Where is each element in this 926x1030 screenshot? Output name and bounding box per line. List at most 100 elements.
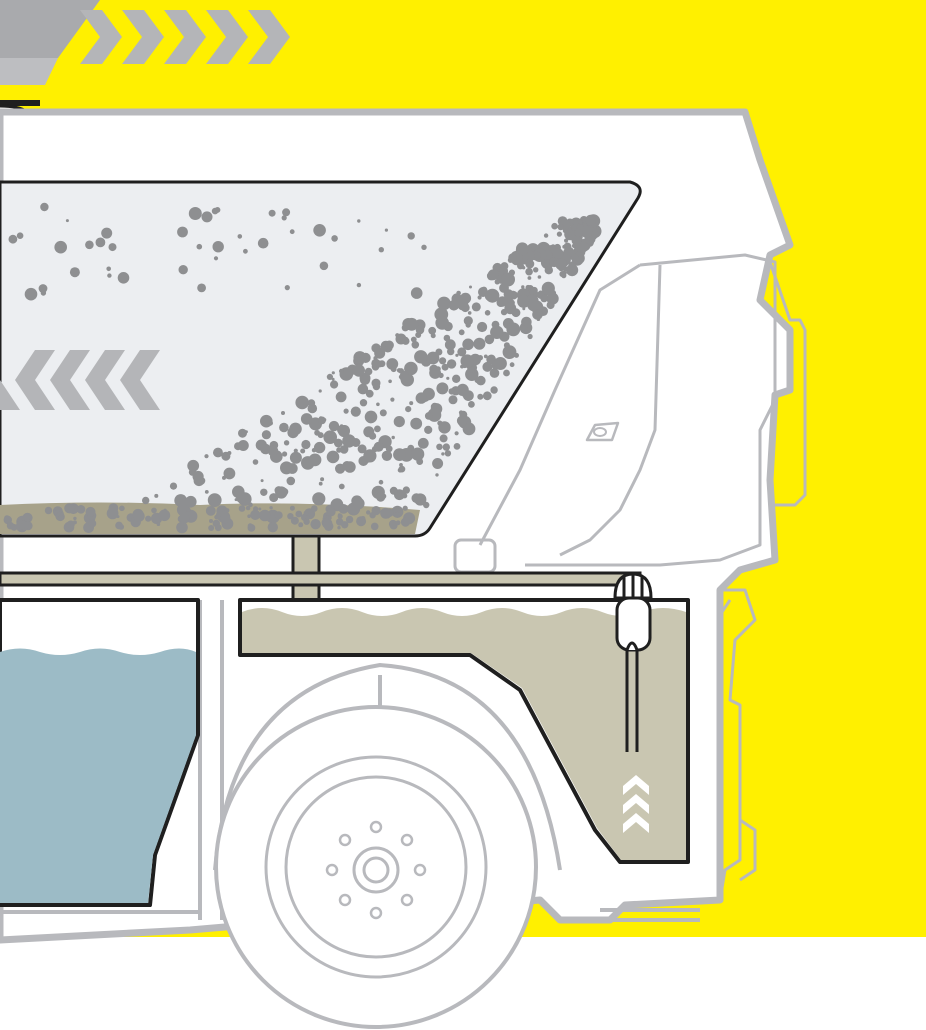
debris-particle — [490, 386, 497, 393]
debris-particle — [246, 506, 251, 511]
debris-particle — [449, 300, 460, 311]
debris-particle — [24, 515, 31, 522]
debris-particle — [503, 370, 510, 377]
debris-particle — [492, 321, 500, 329]
debris-particle — [559, 271, 565, 277]
debris-particle — [399, 375, 403, 379]
tyre — [216, 707, 536, 1027]
debris-particle — [206, 506, 216, 516]
debris-particle — [379, 247, 384, 252]
debris-particle — [177, 227, 188, 238]
debris-particle — [538, 275, 542, 279]
debris-particle — [568, 228, 572, 232]
debris-particle — [40, 203, 48, 211]
debris-particle — [312, 448, 316, 452]
debris-particle — [284, 440, 289, 445]
debris-particle — [494, 357, 507, 370]
debris-particle — [58, 515, 64, 521]
debris-particle — [179, 514, 189, 524]
debris-particle — [473, 338, 485, 350]
debris-particle — [212, 208, 219, 215]
debris-particle — [262, 430, 271, 439]
debris-particle — [142, 497, 149, 504]
debris-particle — [478, 295, 482, 299]
debris-particle — [551, 298, 556, 303]
debris-particle — [279, 423, 289, 433]
debris-particle — [469, 367, 475, 373]
debris-particle — [342, 461, 351, 470]
debris-particle — [366, 390, 374, 398]
debris-particle — [363, 449, 376, 462]
debris-particle — [253, 506, 258, 511]
debris-particle — [410, 418, 422, 430]
debris-particle — [318, 417, 326, 425]
debris-particle — [457, 416, 467, 426]
debris-particle — [269, 493, 278, 502]
debris-particle — [17, 232, 24, 239]
debris-particle — [372, 379, 381, 388]
debris-particle — [572, 235, 582, 245]
debris-particle — [353, 498, 365, 510]
debris-particle — [220, 513, 230, 523]
debris-particle — [287, 477, 296, 486]
debris-particle — [371, 523, 379, 531]
debris-particle — [575, 229, 583, 237]
debris-particle — [398, 468, 403, 473]
debris-particle — [280, 461, 293, 474]
debris-particle — [489, 295, 496, 302]
debris-particle — [379, 480, 384, 485]
debris-particle — [176, 522, 188, 534]
debris-particle — [258, 238, 269, 249]
debris-particle — [462, 339, 474, 351]
debris-particle — [332, 378, 335, 381]
debris-particle — [501, 262, 509, 270]
debris-particle — [421, 245, 426, 250]
debris-particle — [295, 511, 302, 518]
debris-particle — [385, 229, 388, 232]
debris-particle — [516, 242, 529, 255]
debris-particle — [443, 443, 450, 450]
debris-particle — [438, 373, 443, 378]
debris-particle — [215, 524, 222, 531]
debris-particle — [514, 353, 519, 358]
debris-particle — [454, 443, 461, 450]
debris-particle — [374, 426, 381, 433]
debris-particle — [431, 333, 436, 338]
debris-particle — [468, 401, 475, 408]
debris-particle — [204, 454, 208, 458]
debris-particle — [585, 215, 596, 226]
debris-particle — [327, 451, 340, 464]
debris-particle — [313, 224, 326, 237]
debris-particle — [393, 448, 406, 461]
debris-particle — [357, 283, 361, 287]
debris-particle — [542, 282, 555, 295]
debris-particle — [185, 496, 197, 508]
debris-particle — [331, 235, 338, 242]
debris-particle — [416, 392, 427, 403]
debris-particle — [303, 519, 309, 525]
debris-particle — [455, 431, 459, 435]
debris-particle — [525, 268, 533, 276]
debris-particle — [553, 248, 564, 259]
debris-particle — [425, 412, 433, 420]
debris-particle — [213, 450, 220, 457]
debris-particle — [380, 508, 391, 519]
debris-particle — [358, 353, 363, 358]
debris-particle — [197, 244, 203, 250]
debris-particle — [281, 411, 285, 415]
debris-particle — [435, 349, 442, 356]
debris-particle — [353, 364, 365, 376]
debris-particle — [391, 366, 397, 372]
debris-particle — [485, 310, 491, 316]
debris-particle — [521, 285, 524, 288]
debris-particle — [340, 445, 349, 454]
debris-particle — [306, 516, 310, 520]
debris-particle — [418, 438, 429, 449]
debris-particle — [189, 207, 202, 220]
debris-particle — [520, 326, 528, 334]
debris-particle — [210, 511, 213, 514]
debris-particle — [261, 479, 264, 482]
debris-particle — [403, 506, 408, 511]
debris-particle — [437, 297, 451, 311]
debris-particle — [320, 262, 329, 271]
